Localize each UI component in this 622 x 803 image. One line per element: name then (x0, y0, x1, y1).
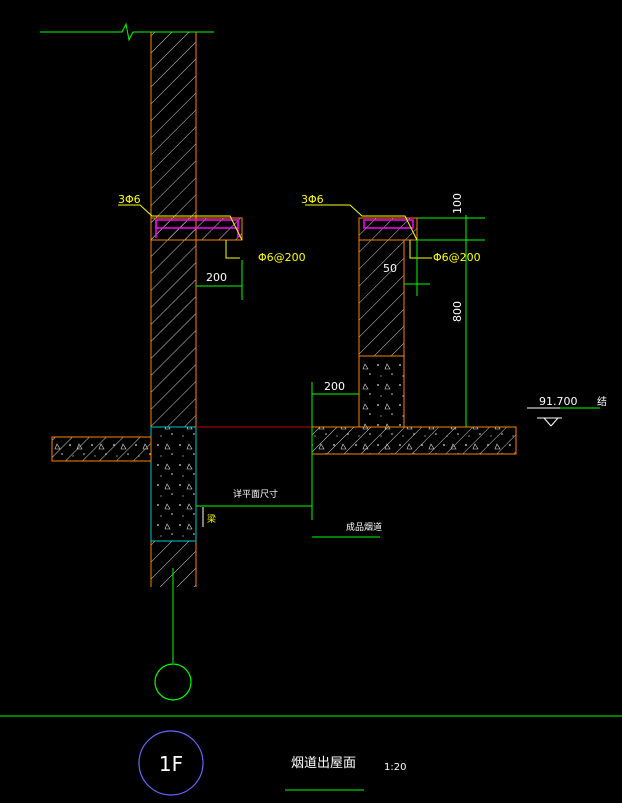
stirrup-label-left: Φ6@200 (258, 251, 306, 264)
elevation-value: 91.700 (539, 395, 578, 408)
dim-800: 800 (451, 301, 464, 322)
note-flue: 成品烟道 (346, 521, 382, 533)
roof-slab (311, 426, 517, 455)
right-cap (358, 217, 418, 241)
note-beam: 梁 (207, 513, 216, 525)
rebar-label-right: 3Φ6 (301, 193, 324, 206)
right-wall (358, 239, 405, 428)
dim-200-top: 200 (206, 271, 227, 284)
leaders (118, 204, 432, 259)
left-cap (150, 217, 243, 241)
elevation-suffix: 结 (597, 395, 607, 408)
left-slab (51, 436, 152, 462)
dimension-lines (0, 215, 622, 791)
axis-bubble (138, 730, 204, 796)
dim-200-mid: 200 (324, 380, 345, 393)
rebar-label-left: 3Φ6 (118, 193, 141, 206)
drawing-scale: 1:20 (384, 762, 406, 773)
dim-50: 50 (383, 262, 397, 275)
stirrup-label-right: Φ6@200 (433, 251, 481, 264)
note-plan: 详平面尺寸 (233, 488, 278, 500)
drawing-title: 烟道出屋面 (291, 756, 356, 771)
grid-bubble (154, 663, 192, 701)
break-line (40, 22, 214, 42)
axis-label: 1F (159, 752, 183, 776)
dim-100: 100 (451, 193, 464, 214)
